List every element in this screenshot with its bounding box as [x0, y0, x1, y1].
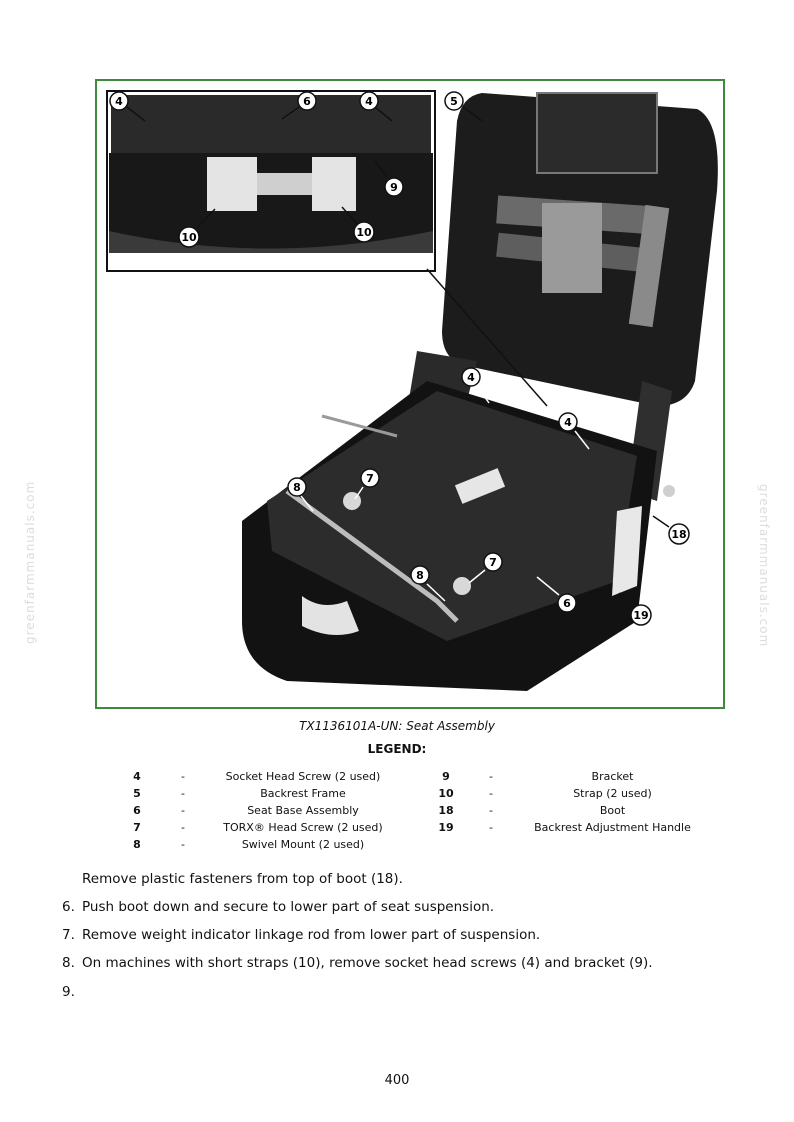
legend-dash: - — [181, 804, 185, 817]
callout-10-left: 10 — [178, 208, 216, 248]
legend-description: Socket Head Screw (2 used) — [225, 770, 381, 783]
svg-text:6: 6 — [563, 597, 571, 610]
step-text: On machines with short straps (10), remo… — [82, 955, 653, 971]
legend-row: 5 - Backrest Frame 10 - Strap (2 used) — [0, 787, 794, 803]
legend-row: 4 - Socket Head Screw (2 used) 9 - Brack… — [0, 770, 794, 786]
callout-10-right: 10 — [341, 206, 375, 243]
inset-bracket — [257, 173, 312, 195]
inset-leader-line — [426, 268, 548, 407]
svg-text:9: 9 — [390, 181, 398, 194]
legend-dash: - — [489, 821, 493, 834]
callout-6-main: 6 — [536, 576, 577, 613]
legend-number: 19 — [438, 821, 454, 834]
svg-text:7: 7 — [366, 472, 374, 485]
svg-text:10: 10 — [181, 231, 197, 244]
figure-caption: TX1136101A-UN: Seat Assembly — [299, 719, 495, 733]
watermark-left: greenfarmmanuals.com — [23, 480, 37, 644]
legend-title: LEGEND: — [367, 742, 427, 756]
linkage-rod — [285, 488, 459, 623]
legend-number: 18 — [438, 804, 454, 817]
legend-description: Bracket — [591, 770, 634, 783]
step-number: 9. — [62, 984, 75, 1000]
legend-dash: - — [489, 787, 493, 800]
legend-row: 7 - TORX® Head Screw (2 used) 19 - Backr… — [0, 821, 794, 837]
callout-8-left: 8 — [287, 477, 314, 512]
legend-description: Swivel Mount (2 used) — [241, 838, 365, 851]
callout-5: 5 — [444, 91, 483, 122]
step-text: Push boot down and secure to lower part … — [82, 899, 495, 915]
legend-dash: - — [489, 770, 493, 783]
legend-dash: - — [181, 770, 185, 783]
watermark-right: greenfarmmanuals.com — [757, 484, 771, 648]
legend-description: Strap (2 used) — [573, 787, 652, 800]
callout-4-inset-right: 4 — [359, 91, 393, 122]
intro-instruction: Remove plastic fasteners from top of boo… — [82, 871, 403, 887]
seat-pan — [267, 391, 637, 641]
backrest-side-bracket — [628, 204, 670, 328]
callout-7-left: 7 — [354, 468, 380, 500]
seat-assembly-illustration: 4 6 4 5 9 10 10 — [106, 90, 718, 691]
legend-number: 9 — [442, 770, 450, 783]
seat-label-sticker — [454, 468, 506, 504]
legend-description: Boot — [599, 804, 626, 817]
step-number: 6. — [62, 899, 75, 915]
torx-screw-right — [453, 577, 471, 595]
svg-text:10: 10 — [356, 226, 372, 239]
svg-text:5: 5 — [450, 95, 458, 108]
callout-8-right: 8 — [410, 565, 446, 602]
legend-number: 8 — [133, 838, 141, 851]
legend-description: Backrest Frame — [260, 787, 346, 800]
adjustment-knob — [663, 485, 675, 497]
callout-18: 18 — [652, 515, 690, 545]
callout-6-inset: 6 — [281, 91, 317, 120]
svg-text:4: 4 — [365, 95, 373, 108]
step-number: 8. — [62, 955, 75, 971]
svg-text:4: 4 — [115, 95, 123, 108]
svg-text:8: 8 — [416, 569, 424, 582]
svg-text:7: 7 — [489, 556, 497, 569]
legend-row: 8 - Swivel Mount (2 used) — [0, 838, 794, 854]
page-number: 400 — [384, 1073, 410, 1088]
svg-text:19: 19 — [633, 609, 648, 622]
legend-number: 4 — [133, 770, 141, 783]
svg-text:18: 18 — [671, 528, 686, 541]
step-number: 7. — [62, 927, 75, 943]
inset-lower-frame — [109, 153, 433, 253]
legend-dash: - — [181, 821, 185, 834]
legend-number: 10 — [438, 787, 454, 800]
legend-description: TORX® Head Screw (2 used) — [223, 821, 383, 834]
legend-dash: - — [181, 787, 185, 800]
boot-handle-left — [302, 596, 359, 635]
svg-text:4: 4 — [564, 416, 572, 429]
legend-number: 6 — [133, 804, 141, 817]
svg-text:4: 4 — [467, 371, 475, 384]
legend-dash: - — [489, 804, 493, 817]
callout-4-main-lower: 4 — [558, 412, 590, 450]
callout-19: 19 — [618, 592, 652, 626]
legend-row: 6 - Seat Base Assembly 18 - Boot — [0, 804, 794, 820]
inset-strap-right — [312, 157, 356, 211]
legend-number: 7 — [133, 821, 141, 834]
callout-4-inset-left: 4 — [109, 91, 146, 122]
callout-4-main-upper: 4 — [461, 367, 490, 404]
boot-side-right — [612, 506, 642, 596]
callout-9: 9 — [374, 160, 404, 197]
inset-strap-left — [207, 157, 257, 211]
rod-upper — [321, 414, 398, 438]
legend-number: 5 — [133, 787, 141, 800]
legend-description: Seat Base Assembly — [247, 804, 359, 817]
step-text: Remove weight indicator linkage rod from… — [82, 927, 541, 943]
backrest-top-bracket — [536, 92, 658, 174]
legend-description: Backrest Adjustment Handle — [534, 821, 691, 834]
figure-frame: 4 6 4 5 9 10 10 — [95, 79, 725, 709]
inset-upper-frame — [111, 95, 431, 153]
callout-7-right: 7 — [468, 552, 503, 584]
legend-dash: - — [181, 838, 185, 851]
backrest-label — [542, 203, 602, 293]
svg-text:8: 8 — [293, 481, 301, 494]
svg-text:6: 6 — [303, 95, 311, 108]
